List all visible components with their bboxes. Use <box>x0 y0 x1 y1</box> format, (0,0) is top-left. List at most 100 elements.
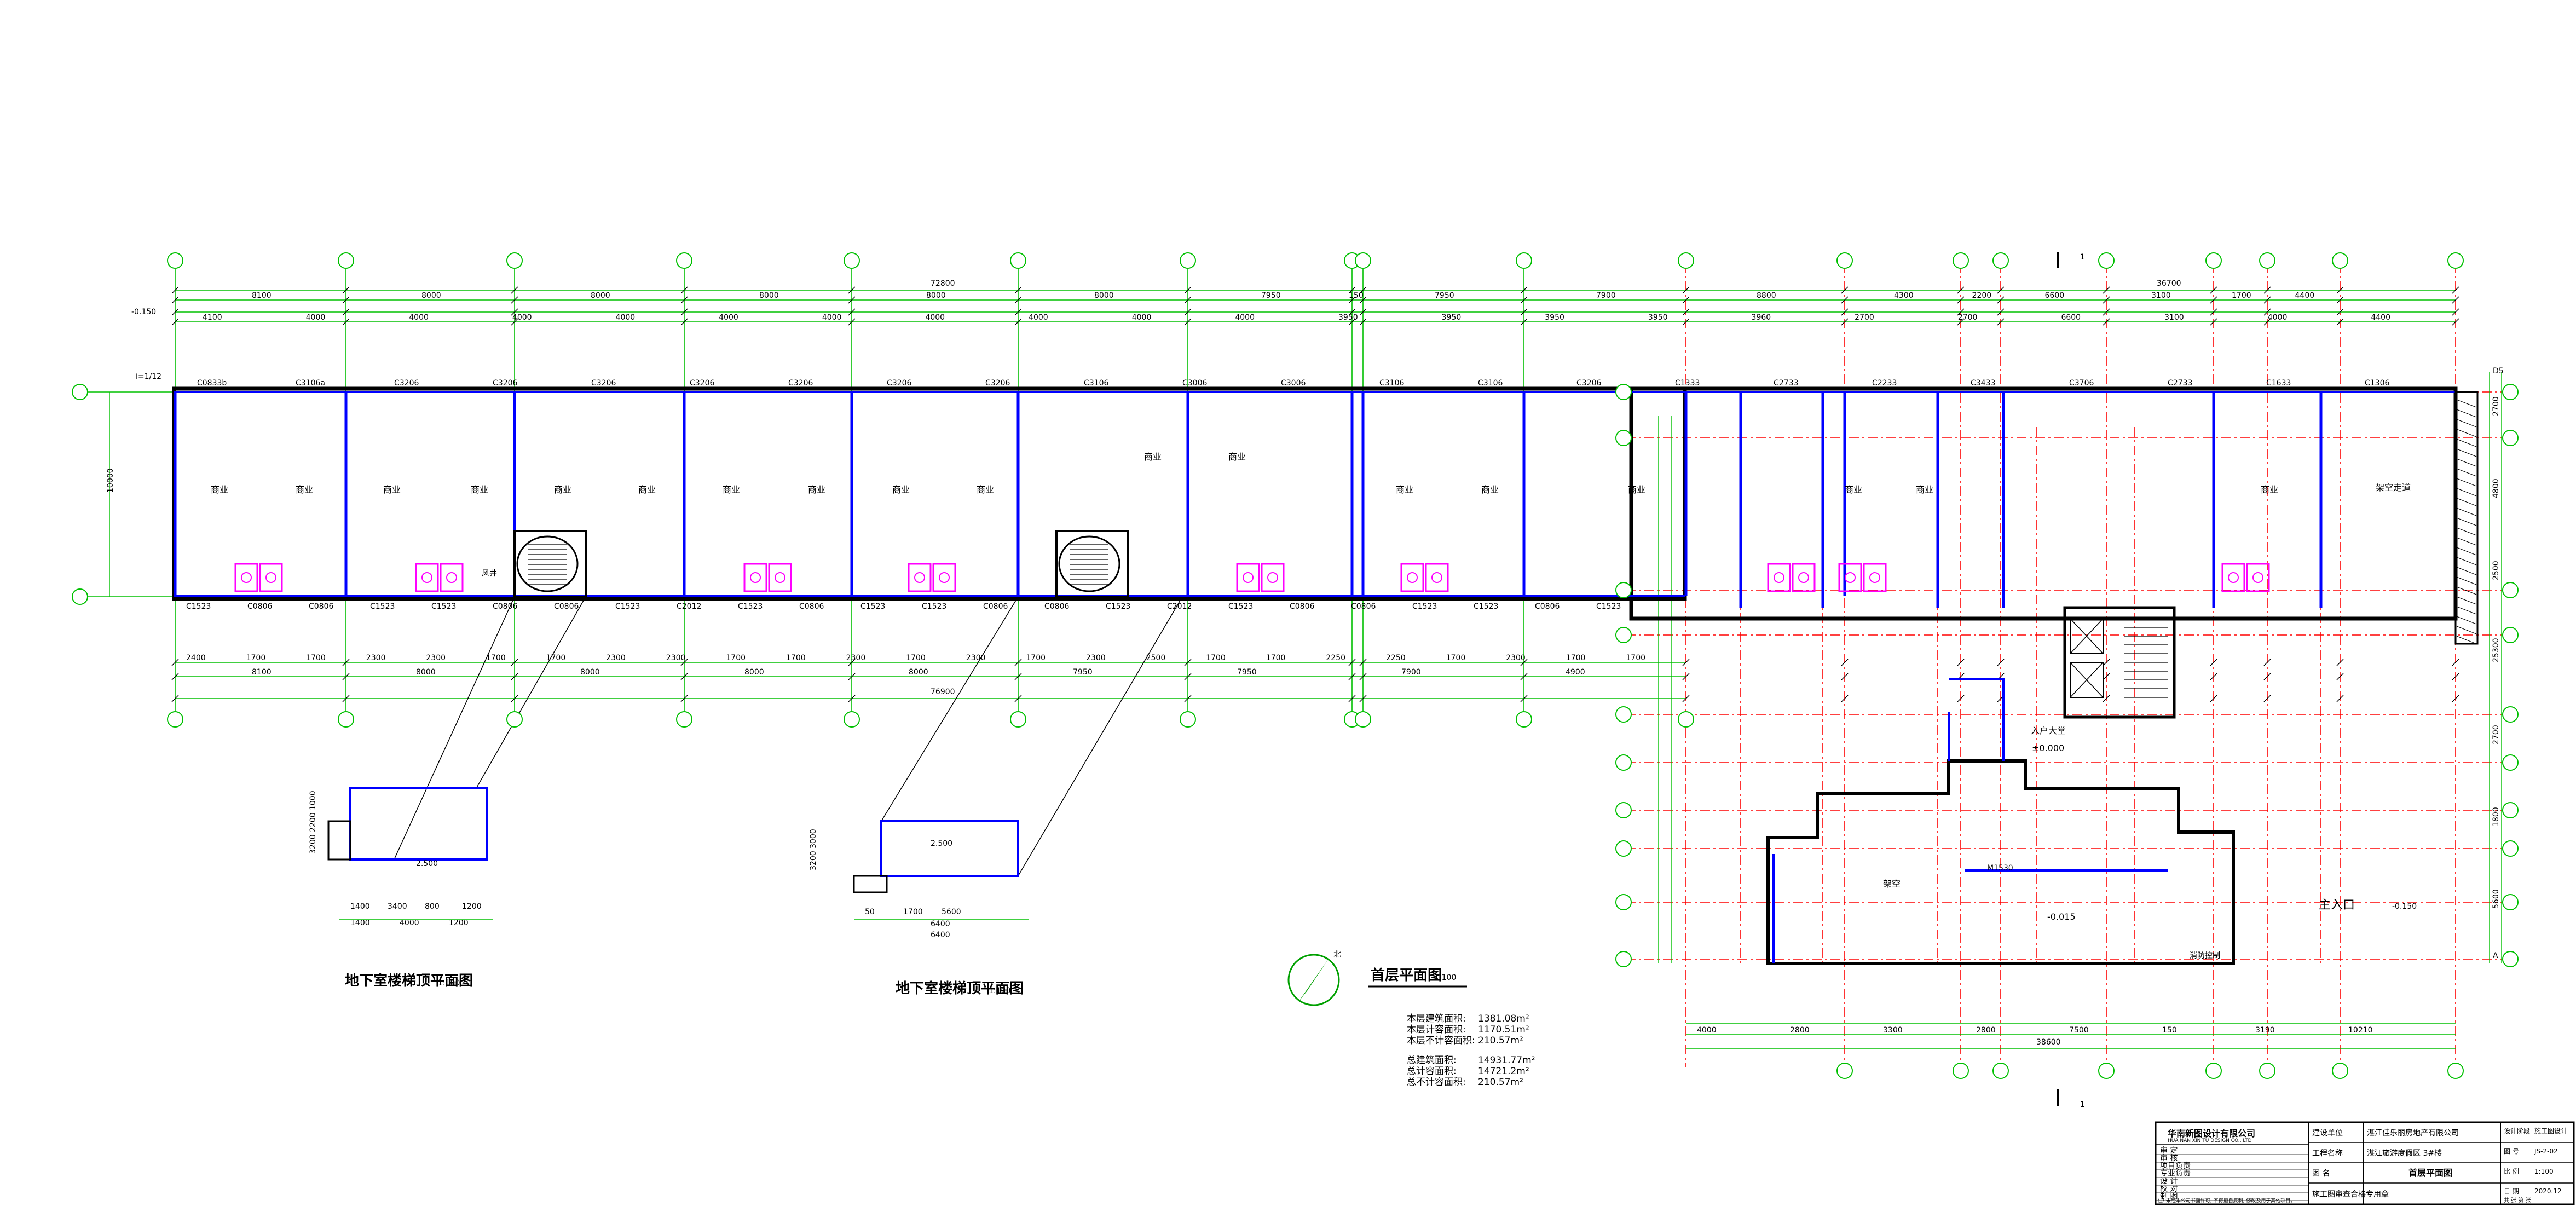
shop-label: 商业 <box>1481 484 1499 495</box>
basement-dim: 2200 <box>309 812 317 832</box>
window-label-bottom: C1523 <box>1106 602 1130 611</box>
bay-dim-bottom: 7950 <box>1073 668 1093 677</box>
window-label-bottom: C0806 <box>983 602 1008 611</box>
depth-dim-right: 2500 <box>2492 561 2500 580</box>
dimension-tick <box>2452 673 2459 680</box>
dimension-tick <box>1359 286 1367 294</box>
leader-line <box>394 596 515 860</box>
toilet-fixture <box>234 563 258 592</box>
toilet-fixture <box>415 563 439 592</box>
window-dim-bottom: 2300 <box>366 654 386 662</box>
dimension-tick <box>511 296 518 304</box>
window-dim-bottom: 2300 <box>966 654 986 662</box>
bay-dim-bottom: 8000 <box>580 668 600 677</box>
hatch-line <box>2456 586 2477 595</box>
dimension-tick <box>2210 318 2217 326</box>
bay-dim-top: 4300 <box>1894 291 1914 300</box>
dimension-tick <box>2210 286 2217 294</box>
dimension-tick <box>1682 673 1690 680</box>
dimension-tick <box>1957 296 1965 304</box>
window-label-bottom: C0806 <box>309 602 333 611</box>
dimension-tick <box>1359 695 1367 702</box>
dimension-tick <box>848 308 856 316</box>
dimension-tick <box>1997 296 2005 304</box>
dimension-tick <box>1520 318 1528 326</box>
dimension-tick <box>1184 308 1192 316</box>
toilet-fixture <box>932 563 956 592</box>
dimension-tick <box>511 318 518 326</box>
axis-bubble-right-left <box>1615 754 1632 771</box>
basement-stair-roof-2 <box>853 820 1019 893</box>
dimension-tick <box>1184 673 1192 680</box>
window-label-top: C3106 <box>1084 379 1108 388</box>
dimension-tick <box>171 695 179 702</box>
window-label-top: C3206 <box>887 379 911 388</box>
window-label-top: C3106 <box>1379 379 1404 388</box>
dimension-tick <box>2452 296 2459 304</box>
hall-label: 入户大堂 <box>2031 725 2066 736</box>
axis-bubble-right-left <box>1615 430 1632 446</box>
dimension-tick <box>2336 286 2344 294</box>
dimension-tick <box>511 673 518 680</box>
hatch-line <box>2456 498 2477 506</box>
toilet-bowl <box>1243 572 1254 583</box>
dimension-tick <box>1184 695 1192 702</box>
elevator-cross <box>2070 662 2104 698</box>
dimension-tick <box>2263 318 2271 326</box>
fan-shaft <box>327 820 351 861</box>
dimension-tick <box>1520 296 1528 304</box>
shop-label: 商业 <box>471 484 488 495</box>
axis-bubble-right <box>2502 706 2519 723</box>
window-label-top: C3106 <box>1478 379 1503 388</box>
dimension-tick <box>511 308 518 316</box>
elevator-shaft <box>2070 662 2104 698</box>
window-label-top: C3433 <box>1971 379 1995 388</box>
axis-bubble-right-left <box>1615 582 1632 598</box>
toilet-fixtures <box>234 563 2270 592</box>
dimension-tick <box>1997 308 2005 316</box>
hatch-line <box>2456 636 2477 644</box>
depth-dim-right: 2700 <box>2492 725 2500 745</box>
right-dim-bottom: 10210 <box>2348 1026 2373 1035</box>
dimension-tick <box>1520 673 1528 680</box>
window-label-bottom: C1523 <box>615 602 640 611</box>
grid-right-top: D5 <box>2493 367 2504 376</box>
area-label: 总建筑面积: <box>1407 1055 1457 1066</box>
window-label-bottom: C0806 <box>247 602 272 611</box>
shop-label: 商业 <box>211 484 228 495</box>
window-label-bottom: C0806 <box>1351 602 1376 611</box>
lobby-elev: -0.015 <box>2047 911 2076 922</box>
subbay-dim-top: 4000 <box>1029 313 1048 322</box>
bay-dim-top: 8800 <box>1757 291 1776 300</box>
dimension-tick <box>342 296 350 304</box>
dimension-tick <box>1682 308 1690 316</box>
dim-total-bottom: 76900 <box>931 688 955 696</box>
dimension-tick <box>1682 695 1690 702</box>
hatch-line <box>2456 419 2477 428</box>
axis-bubble-bottom <box>844 711 860 728</box>
dimension-tick <box>171 318 179 326</box>
window-label-bottom: C1523 <box>431 602 456 611</box>
toilet-fixture <box>1863 563 1887 592</box>
entrance-elev: -0.150 <box>2392 902 2417 911</box>
dimension-tick <box>1359 659 1367 666</box>
dimension-tick <box>2103 695 2110 702</box>
date-label: 日 期 <box>2504 1187 2519 1195</box>
right-dim-bottom: 3300 <box>1883 1026 1903 1035</box>
fan-room-label: 风井 <box>482 569 497 578</box>
date: 2020.12 <box>2534 1187 2562 1195</box>
axis-bubble-top <box>676 252 692 269</box>
dimension-tick <box>1520 659 1528 666</box>
title-role: 专业负责 <box>2160 1169 2191 1178</box>
basement-dim: 6400 <box>931 920 950 928</box>
area-label: 总不计容面积: <box>1407 1077 1466 1088</box>
axis-bubble-top <box>1180 252 1196 269</box>
axis-bubble-bottom <box>1516 711 1532 728</box>
toilet-fixture <box>2246 563 2270 592</box>
basement-title-1: 地下室楼梯顶平面图 <box>345 972 473 989</box>
dimension-tick <box>2103 673 2110 680</box>
elev-left: -0.150 <box>131 308 156 316</box>
